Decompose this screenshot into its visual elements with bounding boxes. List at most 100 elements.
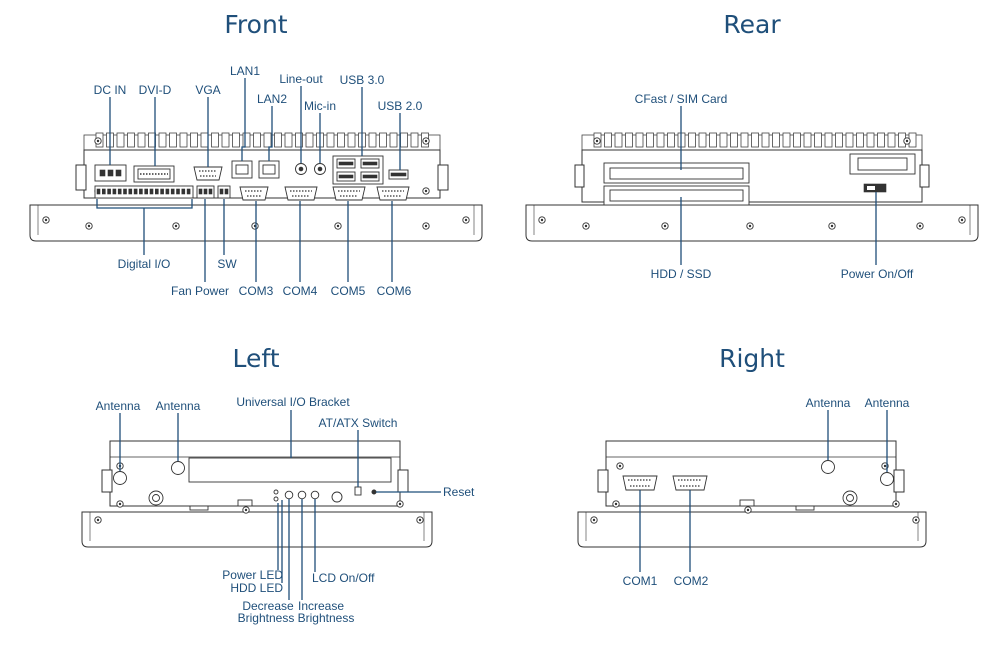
- heatsink-fin: [347, 132, 356, 148]
- terminal-pin: [144, 188, 148, 195]
- terminal-pin: [107, 188, 111, 195]
- left-bezel: [81, 511, 433, 548]
- heatsink-fin: [688, 132, 696, 148]
- terminal-pin: [181, 188, 186, 195]
- label-mic-in: Mic-in: [304, 99, 336, 113]
- heatsink-fin: [400, 132, 408, 148]
- label-com1: COM1: [623, 574, 658, 588]
- com2-port: [672, 475, 708, 491]
- terminal-pin: [102, 188, 106, 195]
- increase-brightness-button: [297, 490, 307, 500]
- heatsink-fin: [190, 132, 198, 148]
- com6-port: [376, 186, 410, 201]
- front-title: Front: [224, 10, 287, 39]
- label-reset: Reset: [443, 485, 475, 499]
- heatsink-fin: [305, 132, 314, 148]
- heatsink-fin: [337, 132, 345, 148]
- heatsink-fin: [719, 132, 728, 148]
- heatsink-fin: [179, 132, 188, 148]
- label-increase-1: Increase: [298, 599, 344, 613]
- terminal-pin: [160, 188, 164, 195]
- label-sw: SW: [217, 257, 237, 271]
- right-bezel: [577, 511, 927, 548]
- heatsink-fin: [368, 132, 377, 148]
- heatsink-fin: [137, 132, 146, 148]
- label-vga: VGA: [195, 83, 220, 97]
- heatsink-fin: [625, 132, 633, 148]
- com1-port: [622, 475, 658, 491]
- com4-port: [284, 186, 318, 201]
- heatsink-fin: [242, 132, 251, 148]
- left-title: Left: [232, 344, 279, 373]
- heatsink-fin: [730, 132, 738, 148]
- heatsink-fin: [793, 132, 801, 148]
- label-io-bracket: Universal I/O Bracket: [236, 395, 350, 409]
- label-hdd-led: HDD LED: [230, 581, 283, 595]
- label-decrease-1: Decrease: [242, 599, 294, 613]
- label-antenna-1: Antenna: [96, 399, 141, 413]
- terminal-pin: [170, 188, 175, 195]
- label-digital-io: Digital I/O: [118, 257, 171, 271]
- heatsink-fin: [698, 132, 707, 148]
- heatsink-fin: [263, 132, 272, 148]
- label-line-out: Line-out: [279, 72, 323, 86]
- hdd-led: [273, 496, 279, 502]
- heatsink-fin: [158, 132, 167, 148]
- terminal-pin: [149, 188, 154, 195]
- heatsink-fin: [604, 132, 612, 148]
- label-com6: COM6: [377, 284, 412, 298]
- heatsink-fin: [782, 132, 791, 148]
- terminal-pin: [96, 188, 101, 195]
- label-lan1: LAN1: [230, 64, 260, 78]
- right-view: Antenna Antenna COM1 COM2: [577, 396, 927, 588]
- label-dvi-d: DVI-D: [139, 83, 172, 97]
- antenna-1: [113, 471, 127, 485]
- heatsink-fin: [253, 132, 261, 148]
- terminal-pin: [123, 188, 127, 195]
- label-antenna-2: Antenna: [156, 399, 201, 413]
- label-dc-in: DC IN: [94, 83, 127, 97]
- heatsink-fin: [835, 132, 843, 148]
- heatsink-fin: [803, 132, 812, 148]
- reset-button: [371, 489, 377, 495]
- terminal-pin: [139, 188, 143, 195]
- heatsink-fin: [274, 132, 282, 148]
- heatsink-fin: [200, 132, 209, 148]
- label-decrease-2: Brightness: [238, 611, 295, 625]
- heatsink-fin: [389, 132, 398, 148]
- label-com2: COM2: [674, 574, 709, 588]
- label-power-on-off: Power On/Off: [841, 267, 914, 281]
- label-lan2: LAN2: [257, 92, 287, 106]
- label-cfast-sim: CFast / SIM Card: [635, 92, 728, 106]
- terminal-pin: [128, 188, 133, 195]
- com5-port: [332, 186, 366, 201]
- label-right-antenna-1: Antenna: [806, 396, 851, 410]
- heatsink-fin: [635, 132, 644, 148]
- terminal-pin: [155, 188, 159, 195]
- antenna-2: [171, 461, 185, 475]
- heatsink-fin: [814, 132, 822, 148]
- heatsink-fin: [221, 132, 230, 148]
- label-com3: COM3: [239, 284, 274, 298]
- terminal-pin: [133, 188, 138, 195]
- front-view: DC IN DVI-D VGA LAN1 LAN2 Line-out Mic-i…: [29, 64, 483, 298]
- heatsink-fin: [326, 132, 335, 148]
- label-increase-2: Brightness: [298, 611, 355, 625]
- heatsink-fin: [877, 132, 885, 148]
- right-title: Right: [719, 344, 785, 373]
- label-usb2: USB 2.0: [378, 99, 423, 113]
- left-view: Antenna Antenna Universal I/O Bracket AT…: [81, 395, 475, 625]
- heatsink-fin: [116, 132, 125, 148]
- heatsink-fin: [751, 132, 759, 148]
- heatsink-fin: [740, 132, 749, 148]
- heatsink-fin: [824, 132, 833, 148]
- heatsink-fin: [379, 132, 387, 148]
- rear-view: CFast / SIM Card HDD / SSD Power On/Off: [525, 92, 979, 281]
- com3-port: [239, 186, 269, 201]
- rear-heatsink: [581, 132, 923, 154]
- heatsink-fin: [656, 132, 665, 148]
- heatsink-fin: [169, 132, 177, 148]
- label-right-antenna-2: Antenna: [865, 396, 910, 410]
- label-usb3: USB 3.0: [340, 73, 385, 87]
- at-atx-switch: [354, 486, 362, 496]
